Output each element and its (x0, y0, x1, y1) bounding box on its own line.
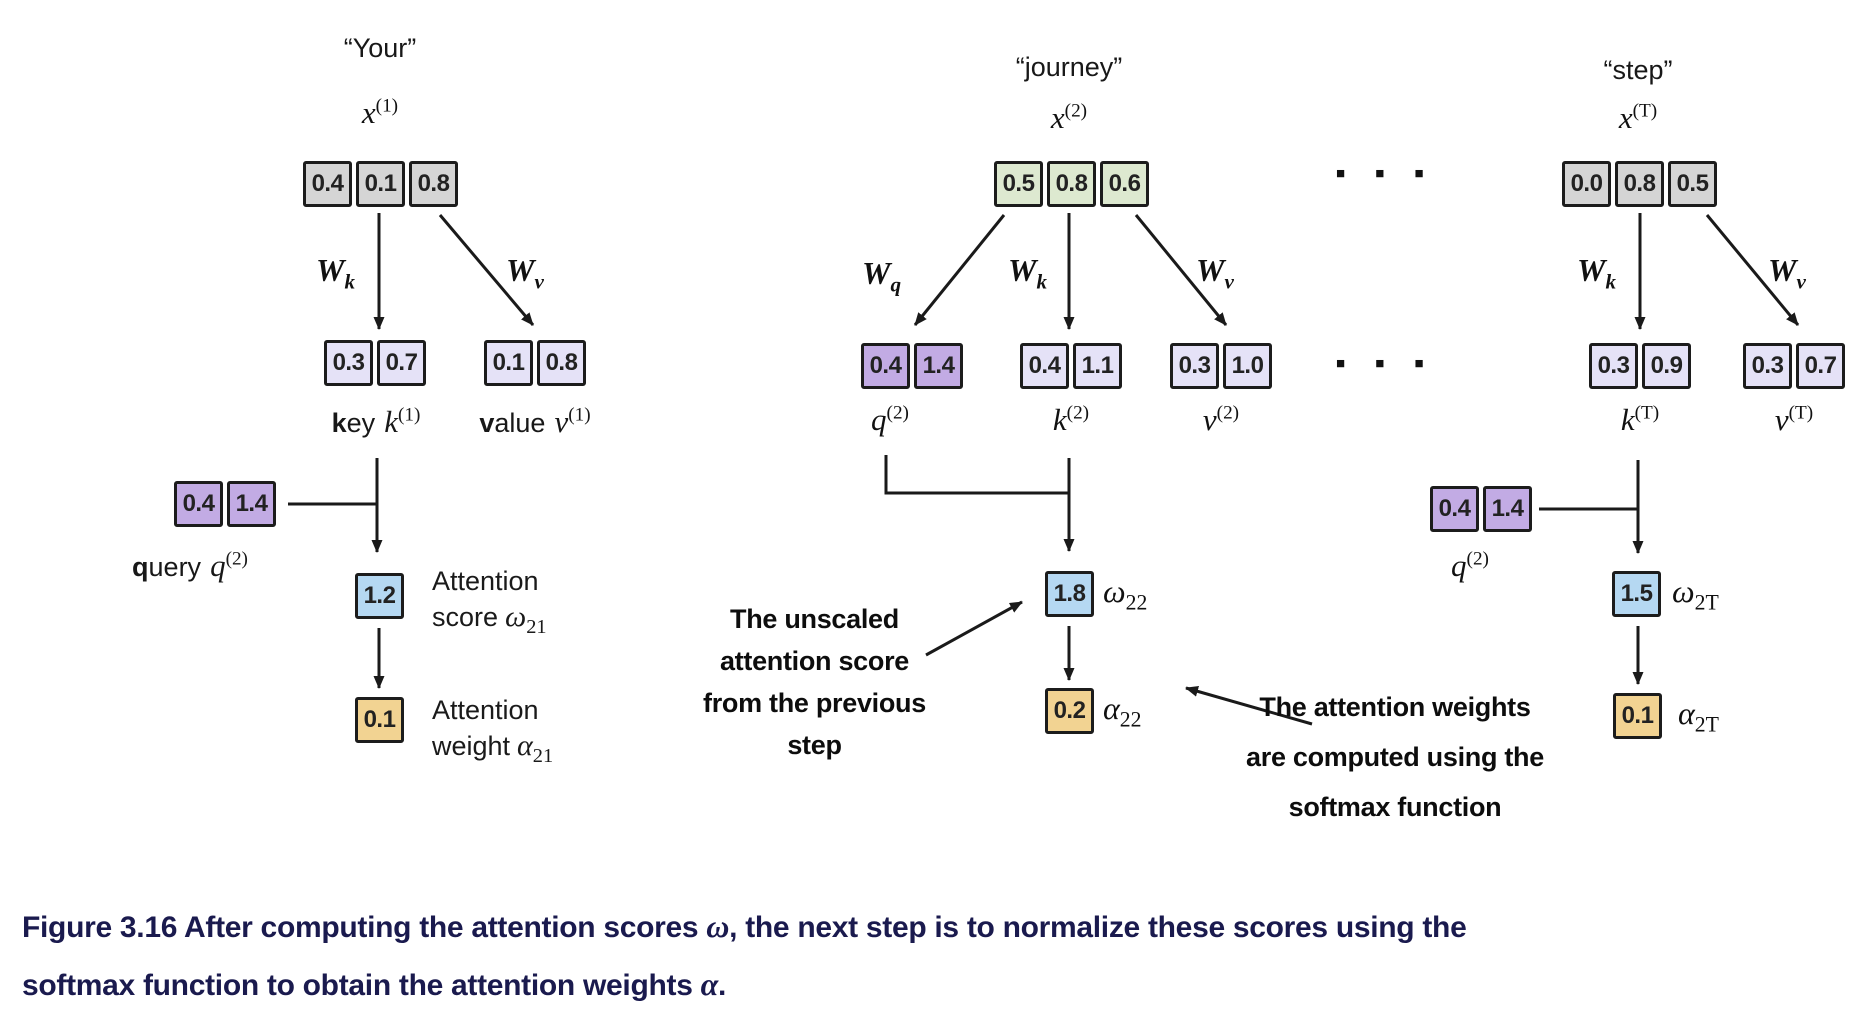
alpha-2T-label: α2T (1678, 695, 1719, 737)
wk-matrix-label: Wk (1577, 252, 1617, 294)
vector-cell: 0.3 (1589, 343, 1638, 389)
vector-cell: 1.0 (1223, 343, 1272, 389)
note-softmax: The attention weights are computed using… (1246, 692, 1544, 822)
c3-wv-arrow (1705, 214, 1800, 326)
v2-vector: 0.3 1.0 (1170, 343, 1272, 389)
attention-weight-2T-box: 0.1 (1613, 693, 1662, 739)
k2-label: k(2) (1052, 402, 1090, 437)
wq-matrix-label: Wq (862, 255, 902, 297)
c2-wv-arrow (1134, 214, 1228, 326)
c2-wq-arrow (913, 214, 1006, 326)
omega-2T-label: ω2T (1672, 573, 1719, 615)
x2-label: x(2) (1050, 100, 1088, 135)
attention-weight-22-box: 0.2 (1045, 688, 1094, 734)
vector-cell: 0.3 (324, 340, 373, 386)
vector-cell: 0.3 (1170, 343, 1219, 389)
vT-label: v(T) (1774, 402, 1814, 437)
ellipsis-top: ■ ■ ■ (1336, 165, 1437, 182)
vector-cell: 0.8 (409, 161, 458, 207)
vector-cell: 0.8 (1615, 161, 1664, 207)
vector-cell: 0.0 (1562, 161, 1611, 207)
vector-cell: 0.3 (1743, 343, 1792, 389)
ellipsis-middle: ■ ■ ■ (1336, 355, 1437, 372)
wv-matrix-label: Wv (1196, 252, 1234, 294)
vector-cell: 0.7 (377, 340, 426, 386)
wk-matrix-label: Wk (1008, 252, 1048, 294)
note-unscaled-score: The unscaled attention score from the pr… (703, 604, 926, 760)
v2-label: v(2) (1202, 402, 1240, 437)
attention-score-21-box: 1.2 (355, 573, 404, 619)
vector-cell: 1.1 (1073, 343, 1122, 389)
vector-cell: 0.1 (484, 340, 533, 386)
vector-cell: 0.1 (356, 161, 405, 207)
wv-matrix-label: Wv (506, 252, 544, 294)
key1-vector: 0.3 0.7 (324, 340, 426, 386)
figure-caption: Figure 3.16 After computing the attentio… (22, 908, 1467, 1002)
c1-wv-arrow (438, 214, 535, 326)
k2-vector: 0.4 1.1 (1020, 343, 1122, 389)
token-journey: “journey” (1015, 52, 1123, 82)
vector-cell: 0.4 (303, 161, 352, 207)
token-step: “step” (1603, 55, 1673, 85)
xT-embedding-vector: 0.0 0.8 0.5 (1562, 161, 1717, 207)
c2-note-right-arrow (1185, 686, 1313, 726)
c2-note-left-arrow (925, 600, 1023, 657)
vector-cell: 0.6 (1100, 161, 1149, 207)
alpha-22-label: α22 (1103, 690, 1142, 732)
attention-weight-21-box: 0.1 (355, 697, 404, 743)
vector-cell: 0.9 (1642, 343, 1691, 389)
vT-vector: 0.3 0.7 (1743, 343, 1845, 389)
x1-label: x(1) (361, 95, 399, 130)
vector-cell: 0.4 (1430, 486, 1479, 532)
kT-label: k(T) (1620, 402, 1660, 437)
wk-matrix-label: Wk (316, 252, 356, 294)
query2-vector-right: 0.4 1.4 (1430, 486, 1532, 532)
attention-score-2T-box: 1.5 (1612, 571, 1661, 617)
vector-cell: 0.4 (861, 343, 910, 389)
x1-embedding-vector: 0.4 0.1 0.8 (303, 161, 458, 207)
xT-label: x(T) (1618, 100, 1658, 135)
token-your: “Your” (343, 33, 417, 63)
vector-cell: 0.5 (994, 161, 1043, 207)
c2-query-connector (884, 455, 1069, 495)
q2-label: q(2) (871, 402, 909, 437)
kT-vector: 0.3 0.9 (1589, 343, 1691, 389)
vector-cell: 0.5 (1668, 161, 1717, 207)
vector-cell: 1.4 (914, 343, 963, 389)
query2-label-right: q(2) (1451, 548, 1489, 583)
vector-cell: 0.8 (537, 340, 586, 386)
vector-cell: 1.4 (227, 481, 276, 527)
x2-embedding-vector: 0.5 0.8 0.6 (994, 161, 1149, 207)
q2-vector: 0.4 1.4 (861, 343, 963, 389)
vector-cell: 1.4 (1483, 486, 1532, 532)
vector-cell: 0.4 (1020, 343, 1069, 389)
wv-matrix-label: Wv (1768, 252, 1806, 294)
vector-cell: 0.4 (174, 481, 223, 527)
value1-vector: 0.1 0.8 (484, 340, 586, 386)
attention-score-22-box: 1.8 (1045, 571, 1094, 617)
vector-cell: 0.7 (1796, 343, 1845, 389)
query2-vector: 0.4 1.4 (174, 481, 276, 527)
omega-22-label: ω22 (1103, 573, 1148, 615)
vector-cell: 0.8 (1047, 161, 1096, 207)
